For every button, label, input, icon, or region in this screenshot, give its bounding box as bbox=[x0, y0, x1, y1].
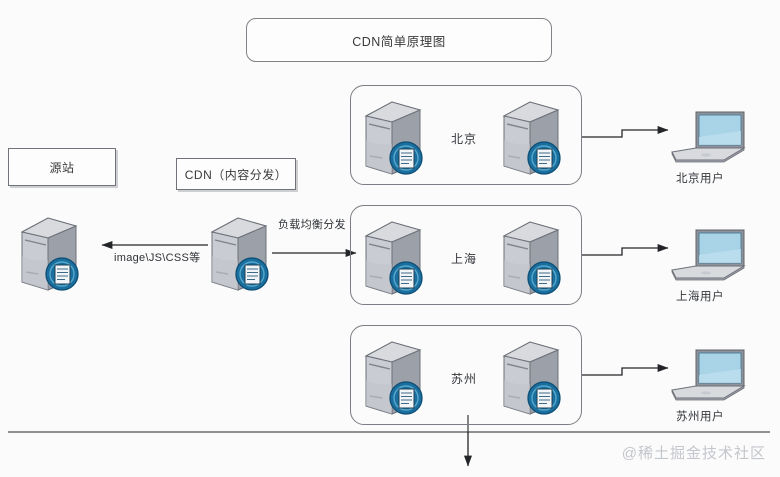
user-label-2: 苏州用户 bbox=[676, 411, 724, 423]
edge-label-load-balance: 负载均衡分发 bbox=[278, 219, 346, 231]
edge-shanghai-to-user bbox=[582, 243, 669, 256]
origin-station-box: 源站 bbox=[8, 148, 116, 186]
watermark: @稀土掘金技术社区 bbox=[621, 445, 766, 462]
user-laptop-2 bbox=[666, 346, 750, 406]
cdn-server-icon bbox=[208, 212, 270, 296]
region-label-0: 北京 bbox=[451, 132, 478, 146]
page-title: CDN简单原理图 bbox=[352, 34, 446, 49]
region-2-server-2 bbox=[500, 336, 562, 420]
region-0-server-2 bbox=[500, 96, 562, 180]
edge-label-origin-to-cdn: image\JS\CSS等 bbox=[114, 252, 201, 264]
edge-suzhou-to-user bbox=[582, 363, 669, 376]
region-1-server-2 bbox=[500, 216, 562, 300]
cdn-box: CDN（内容分发） bbox=[176, 158, 296, 190]
region-2-server-1 bbox=[362, 336, 424, 420]
region-label-1: 上海 bbox=[451, 252, 478, 266]
user-label-0: 北京用户 bbox=[676, 173, 724, 185]
user-laptop-0 bbox=[666, 108, 750, 168]
diagram-title-box: CDN简单原理图 bbox=[246, 18, 552, 62]
user-laptop-1 bbox=[666, 226, 750, 286]
origin-station-label: 源站 bbox=[49, 160, 75, 175]
user-label-1: 上海用户 bbox=[676, 291, 724, 303]
region-group-1 bbox=[350, 205, 582, 305]
origin-server-icon bbox=[18, 212, 80, 296]
region-label-2: 苏州 bbox=[451, 372, 478, 386]
cdn-label: CDN（内容分发） bbox=[184, 167, 288, 182]
region-0-server-1 bbox=[362, 96, 424, 180]
region-1-server-1 bbox=[362, 216, 424, 300]
edge-beijing-to-user bbox=[582, 125, 669, 138]
region-group-2 bbox=[350, 325, 582, 425]
region-group-0 bbox=[350, 85, 582, 185]
